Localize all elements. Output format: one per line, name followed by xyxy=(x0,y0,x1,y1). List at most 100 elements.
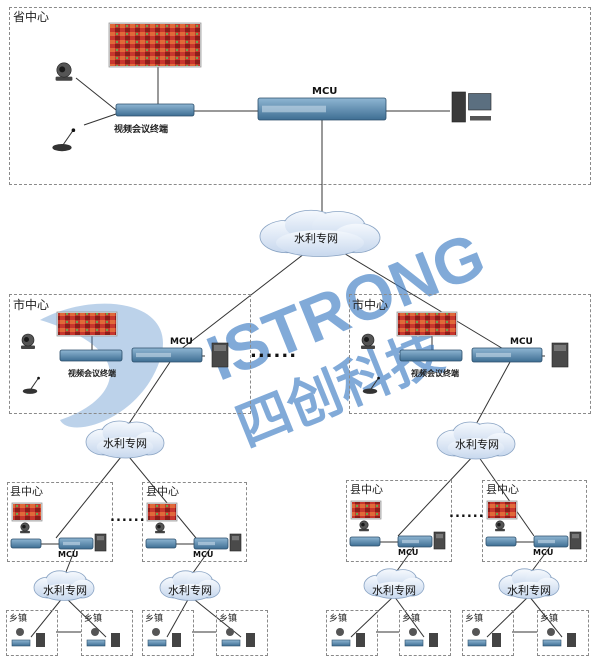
province-video-wall xyxy=(108,22,202,68)
line-camera-to-terminal xyxy=(75,77,117,111)
county-terminal-3 xyxy=(349,536,381,547)
county-mcu-2 xyxy=(193,537,229,550)
town-server xyxy=(36,633,45,647)
town-devices-5 xyxy=(331,628,365,647)
mic-base xyxy=(52,144,72,152)
terminal-body xyxy=(59,349,123,362)
camera-lens xyxy=(59,66,66,73)
town-camera xyxy=(152,628,160,636)
county-video-wall-1 xyxy=(11,502,43,522)
city-center-label-left: 市中心 xyxy=(13,298,50,312)
city-terminal-left xyxy=(59,349,123,362)
town-box-6 xyxy=(399,610,451,656)
terminal-body xyxy=(145,538,177,549)
county-mcu-label-2: MCU xyxy=(193,550,214,559)
city-ellipsis: ...... xyxy=(250,341,298,362)
county-video-wall-2 xyxy=(146,502,178,522)
server-panel xyxy=(214,345,226,351)
county-terminal-2 xyxy=(145,538,177,549)
city-center-label-right: 市中心 xyxy=(352,298,389,312)
city-center-box-left xyxy=(9,294,251,414)
town-label-7: 乡镇 xyxy=(465,614,484,624)
screen-image xyxy=(58,313,116,335)
town-server xyxy=(172,633,181,647)
terminal-body xyxy=(349,536,381,547)
line-county-cloud-to-town-3 xyxy=(166,595,191,638)
terminal-body xyxy=(485,536,517,547)
county-server-1 xyxy=(94,533,107,552)
mic-stem xyxy=(369,378,379,391)
city-terminal-right xyxy=(399,349,463,362)
terminal-body xyxy=(10,538,42,549)
camera-base xyxy=(155,530,165,534)
county-center-label-1: 县中心 xyxy=(10,485,43,498)
city-center-box-right xyxy=(349,294,591,414)
county-terminal-1 xyxy=(10,538,42,549)
city-network-label-left: 水利专网 xyxy=(103,437,147,450)
province-center-box xyxy=(9,7,591,185)
county-mcu-label-1: MCU xyxy=(58,550,79,559)
county-terminal-4 xyxy=(485,536,517,547)
town-label-3: 乡镇 xyxy=(145,614,164,624)
city-camera-icon-right xyxy=(361,333,375,349)
town-label-5: 乡镇 xyxy=(329,614,348,624)
province-microphone-icon xyxy=(52,128,76,152)
town-camera xyxy=(547,628,555,636)
screen-image xyxy=(488,502,516,518)
mic-stem xyxy=(29,378,39,391)
county-mcu-1 xyxy=(58,537,94,550)
town-label-2: 乡镇 xyxy=(84,614,103,624)
line-county-cloud-to-town-5 xyxy=(350,595,395,638)
town-terminal xyxy=(331,639,351,647)
town-devices-4 xyxy=(221,628,255,647)
town-devices-1 xyxy=(11,628,45,647)
town-devices-3 xyxy=(147,628,181,647)
camera-lens xyxy=(157,524,161,529)
county-network-cloud-4 xyxy=(498,568,560,599)
main-network-label: 水利专网 xyxy=(294,232,338,245)
town-server xyxy=(111,633,120,647)
camera-base xyxy=(55,76,73,81)
town-box-8 xyxy=(537,610,589,656)
county-network-label-1: 水利专网 xyxy=(43,584,87,597)
server-body xyxy=(94,533,107,552)
town-terminal xyxy=(11,639,31,647)
mcu-panel xyxy=(262,105,326,113)
county-camera-icon-1 xyxy=(20,522,30,534)
city-microphone-icon-right xyxy=(362,376,380,394)
server-panel xyxy=(572,534,579,539)
county-server-2 xyxy=(229,533,242,552)
camera-base xyxy=(495,528,505,532)
camera-base xyxy=(21,345,35,349)
city-mcu-label-left: MCU xyxy=(170,337,193,347)
town-camera xyxy=(226,628,234,636)
town-devices-6 xyxy=(404,628,438,647)
town-camera xyxy=(472,628,480,636)
watermark-logo-swoosh xyxy=(40,303,163,428)
screen-image xyxy=(352,502,380,518)
screen-image xyxy=(13,504,41,520)
screen-image xyxy=(110,24,200,66)
mic-head xyxy=(71,128,76,132)
city-microphone-icon-left xyxy=(22,376,40,394)
line-city-cloud-to-county-4 xyxy=(475,452,535,537)
province-camera-icon xyxy=(55,62,73,81)
town-server xyxy=(567,633,576,647)
mic-base xyxy=(22,388,38,394)
county-mcu-3 xyxy=(397,535,433,548)
county-network-cloud-3 xyxy=(363,568,425,599)
town-box-1 xyxy=(6,610,58,656)
server-body xyxy=(433,531,446,550)
county-network-label-4: 水利专网 xyxy=(507,584,551,597)
camera-lens xyxy=(22,524,26,529)
county-mcu-label-3: MCU xyxy=(398,548,419,557)
city-mcu-right xyxy=(471,347,543,363)
town-box-2 xyxy=(81,610,133,656)
main-network-cloud xyxy=(259,209,381,257)
line-mic-to-terminal xyxy=(83,113,117,126)
county-center-box-4 xyxy=(482,480,587,562)
county-mcu-4 xyxy=(533,535,569,548)
county-server-4 xyxy=(569,531,582,550)
